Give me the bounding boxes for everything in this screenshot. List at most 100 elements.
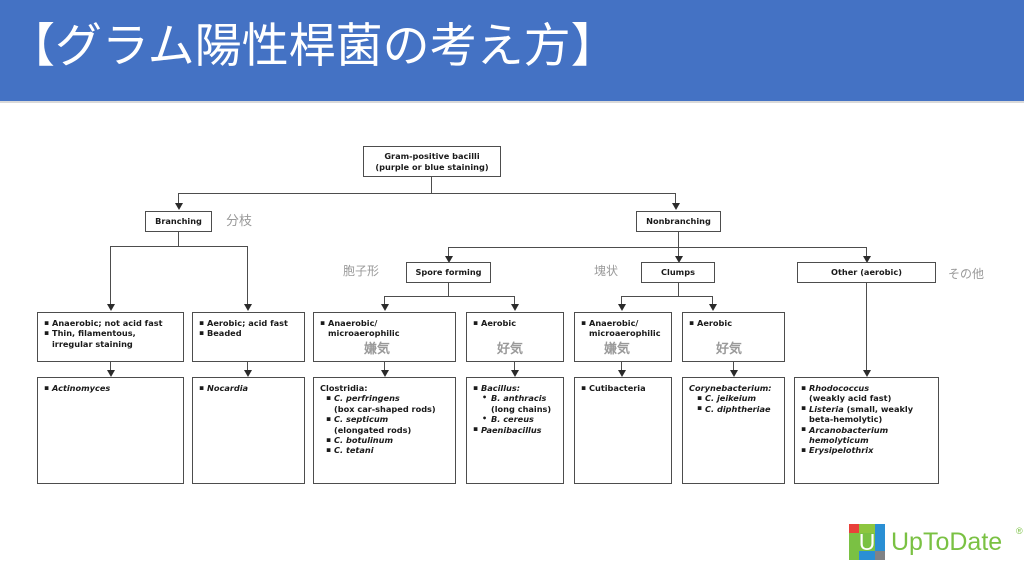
leaf-cutibacteria: Cutibacteria — [574, 377, 672, 484]
node-other-aerobic: Other (aerobic) — [797, 262, 936, 283]
connector-branching-right — [247, 246, 249, 305]
arrow-c3-leaf — [510, 370, 519, 377]
annotation-other-ja: その他 — [948, 267, 985, 281]
leaf-item: B. cereus — [482, 414, 557, 425]
annotation-spore-forming-ja: 胞子形 — [343, 264, 380, 278]
arrow-c1-leaf — [243, 370, 252, 377]
connector-clumps-right — [712, 296, 714, 305]
connector-to-nonbranching — [675, 193, 677, 204]
leaf-item-name: C. septicum — [334, 414, 389, 425]
arrow-clumps-right — [708, 304, 717, 311]
arrow-c2-leaf — [380, 370, 389, 377]
leaf-item: Arcanobacterium hemolyticum — [801, 424, 932, 446]
logo-square-blue — [875, 524, 885, 533]
criteria-spore-aerobic: Aerobic 好気 — [466, 312, 564, 362]
node-branching-label: Branching — [155, 216, 202, 227]
connector-nb-to-spore — [448, 247, 450, 257]
annotation-spore-aerobic-ja: 好気 — [497, 342, 524, 357]
leaf-other-aerobic: Rhodococcus (weakly acid fast) Listeria … — [794, 377, 939, 484]
leaf-item-note: (weakly acid fast) — [809, 393, 892, 404]
logo-registered-mark: ® — [1016, 526, 1023, 536]
connector-clumps-left — [621, 296, 623, 305]
root-line-1: Gram-positive bacilli — [384, 151, 480, 162]
leaf-item: Nocardia — [199, 382, 298, 393]
connector-c0-leaf — [110, 362, 112, 371]
leaf-item: C. tetani — [326, 445, 449, 456]
connector-c5-leaf — [733, 362, 735, 371]
leaf-item-note: (box car-shaped rods) — [334, 403, 436, 414]
connector-other-stem — [866, 283, 868, 371]
connector-branching-left — [110, 246, 112, 305]
logo-square-red — [849, 524, 859, 533]
node-other-aerobic-label: Other (aerobic) — [831, 267, 902, 278]
criteria-item: Aerobic — [689, 317, 778, 328]
connector-nb-to-other — [866, 247, 868, 257]
leaf-item: C. perfringens (box car-shaped rods) — [326, 393, 449, 414]
header-divider — [0, 101, 1024, 103]
criteria-branching-anaerobic: Anaerobic; not acid fast Thin, filamento… — [37, 312, 184, 362]
criteria-item: Beaded — [199, 328, 298, 339]
connector-spore-bus — [384, 296, 515, 298]
node-nonbranching: Nonbranching — [636, 211, 721, 232]
leaf-item-note: (small, weakly beta-hemolytic) — [809, 403, 914, 425]
logo-square-green-bl — [849, 551, 859, 560]
leaf-item-note: (long chains) — [491, 403, 552, 414]
connector-nb-to-clumps — [678, 247, 680, 257]
arrow-nb-to-clumps — [674, 256, 683, 263]
arrow-clumps-left — [617, 304, 626, 311]
connector-branching-bus — [110, 246, 248, 248]
connector-branching-stem — [178, 232, 180, 246]
logo-square-green-left — [849, 533, 859, 551]
leaf-clostridia: Clostridia: C. perfringens (box car-shap… — [313, 377, 456, 484]
leaf-item: C. septicum (elongated rods) — [326, 414, 449, 435]
logo-wordmark: UpToDate — [891, 528, 1003, 556]
arrow-spore-right — [510, 304, 519, 311]
criteria-clumps-aerobic: Aerobic 好気 — [682, 312, 785, 362]
arrow-spore-left — [380, 304, 389, 311]
connector-nonbranching-stem — [678, 232, 680, 247]
arrow-nb-to-other — [862, 256, 871, 263]
leaf-item-name: C. perfringens — [334, 393, 400, 404]
criteria-item: Aerobic — [473, 317, 557, 328]
leaf-item: Actinomyces — [44, 382, 177, 393]
leaf-nocardia: Nocardia — [192, 377, 305, 484]
root-line-2: (purple or blue staining) — [375, 161, 489, 172]
logo-letter-u: U — [858, 528, 876, 555]
annotation-clumps-aerobic-ja: 好気 — [716, 342, 743, 357]
criteria-item: Anaerobic/ microaerophilic — [320, 318, 449, 339]
leaf-item: C. botulinum — [326, 435, 449, 446]
node-branching: Branching — [145, 211, 212, 232]
leaf-corynebacterium: Corynebacterium: C. jeikeium C. diphther… — [682, 377, 785, 484]
leaf-item-note: (elongated rods) — [334, 424, 412, 435]
connector-root-bus — [178, 193, 675, 195]
node-spore-forming: Spore forming — [406, 262, 491, 283]
annotation-clumps-ja: 塊状 — [594, 264, 619, 278]
connector-c4-leaf — [621, 362, 623, 371]
criteria-clumps-anaerobic: Anaerobic/ microaerophilic 嫌気 — [574, 312, 672, 362]
leaf-group-header: Clostridia: — [320, 383, 368, 393]
arrow-c4-leaf — [617, 370, 626, 377]
connector-nonbranching-bus — [448, 247, 867, 249]
leaf-item-name: Rhodococcus — [809, 383, 870, 393]
node-clumps-label: Clumps — [661, 267, 695, 278]
criteria-item: Aerobic; acid fast — [199, 317, 298, 328]
node-spore-forming-label: Spore forming — [415, 267, 482, 278]
leaf-bacillus: Bacillus: B. anthracis (long chains) B. … — [466, 377, 564, 484]
logo-square-blue-bottom — [859, 551, 875, 560]
leaf-item: C. diphtheriae — [697, 403, 778, 414]
leaf-item: B. anthracis (long chains) — [482, 393, 557, 414]
uptodate-logo-tile — [849, 524, 885, 560]
node-clumps: Clumps — [641, 262, 715, 283]
connector-to-branching — [178, 193, 180, 204]
connector-clumps-stem — [678, 283, 680, 296]
connector-spore-right — [514, 296, 516, 305]
arrow-branching-left — [106, 304, 115, 311]
connector-spore-left — [384, 296, 386, 305]
criteria-spore-anaerobic: Anaerobic/ microaerophilic 嫌気 — [313, 312, 456, 362]
connector-c3-leaf — [514, 362, 516, 371]
leaf-item: Erysipelothrix — [801, 445, 932, 456]
arrow-nb-to-spore — [444, 256, 453, 263]
leaf-item-name: Listeria — [809, 403, 844, 414]
node-nonbranching-label: Nonbranching — [646, 216, 711, 227]
